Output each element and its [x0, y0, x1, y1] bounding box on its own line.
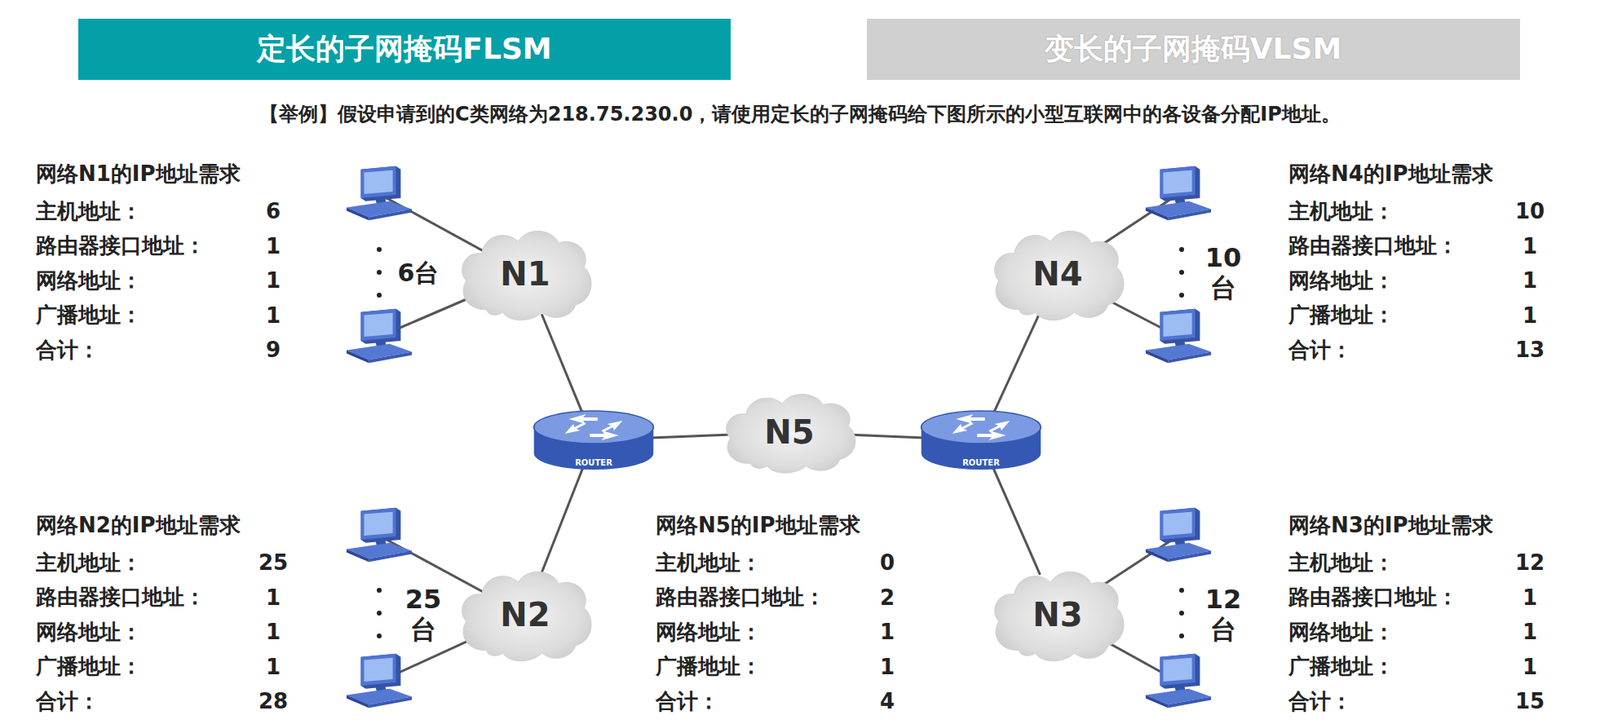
table-value: 1	[1522, 619, 1538, 645]
table-key: 网络地址：	[1288, 266, 1395, 296]
table-value: 10	[1515, 198, 1545, 224]
table-value: 0	[879, 550, 895, 575]
table-title: 网络N2的IP地址需求	[35, 511, 241, 540]
link-line	[540, 468, 583, 575]
table-value: 2	[879, 585, 895, 610]
table-key: 路由器接口地址：	[655, 583, 826, 612]
host-count: 6台	[397, 256, 440, 291]
table-key: 主机地址：	[1288, 197, 1395, 226]
table-value: 1	[265, 303, 281, 328]
network-name: N3	[1032, 596, 1083, 634]
router: ROUTER	[917, 406, 1045, 475]
table-value: 1	[1522, 303, 1538, 328]
host-links	[379, 194, 1179, 682]
table-key: 主机地址：	[35, 548, 142, 578]
table-value: 1	[1522, 234, 1538, 259]
table-value: 25	[258, 550, 288, 575]
table-value: 1	[265, 585, 281, 610]
computer-icon	[346, 166, 412, 221]
table-key: 广播地址：	[655, 652, 762, 681]
table-value: 9	[265, 337, 281, 363]
link-line	[541, 313, 583, 412]
table-value: 1	[1522, 585, 1538, 610]
table-value: 1	[265, 268, 281, 293]
computer-icon	[1145, 508, 1212, 562]
table-value: 15	[1515, 689, 1545, 714]
table-title: 网络N1的IP地址需求	[35, 159, 241, 189]
link-line	[994, 313, 1039, 412]
network-cloud: N1	[455, 225, 596, 323]
table-key: 合计：	[655, 687, 720, 717]
host-count: 10 台	[1203, 243, 1243, 304]
table-value: 4	[879, 689, 895, 714]
table-key: 合计：	[1288, 687, 1353, 717]
table-value: 12	[1515, 550, 1545, 575]
header-tab: 变长的子网掩码VLSM	[866, 18, 1521, 80]
network-cloud: N2	[455, 565, 596, 664]
table-key: 主机地址：	[655, 548, 762, 578]
network-cloud: N5	[719, 388, 860, 476]
table-key: 主机地址：	[1288, 548, 1395, 578]
header-tab: 定长的子网掩码FLSM	[78, 18, 731, 80]
network-cloud: N3	[987, 565, 1128, 664]
table-key: 合计：	[1288, 335, 1353, 365]
link-line	[847, 434, 930, 438]
router-label: ROUTER	[530, 458, 658, 468]
network-name: N2	[499, 596, 550, 634]
computer-icon	[346, 654, 412, 708]
table-key: 合计：	[35, 335, 100, 365]
link-line	[993, 468, 1040, 575]
table-key: 广播地址：	[1288, 652, 1395, 681]
table-value: 6	[265, 198, 281, 224]
table-value: 13	[1515, 337, 1545, 363]
table-value: 28	[258, 689, 288, 714]
computer-icon	[346, 309, 412, 363]
computer-icon	[1145, 166, 1212, 221]
link-line	[645, 434, 733, 438]
table-key: 路由器接口地址：	[35, 583, 206, 612]
table-title: 网络N3的IP地址需求	[1288, 511, 1494, 540]
table-key: 网络地址：	[1288, 618, 1395, 647]
table-value: 1	[265, 654, 281, 680]
table-key: 路由器接口地址：	[1288, 583, 1459, 612]
table-value: 1	[1522, 268, 1538, 293]
network-name: N4	[1032, 255, 1083, 293]
computer-icon	[1145, 654, 1212, 708]
host-count: 25 台	[403, 584, 443, 646]
question-text: 【举例】假设申请到的C类网络为218.75.230.0，请使用定长的子网掩码给下…	[259, 101, 1341, 128]
table-key: 合计：	[35, 687, 100, 717]
host-count: 12 台	[1203, 584, 1243, 646]
router: ROUTER	[530, 406, 658, 475]
computer-icon	[1145, 309, 1212, 363]
table-key: 网络地址：	[35, 266, 142, 296]
network-name: N1	[499, 255, 550, 293]
table-key: 网络地址：	[655, 618, 762, 647]
table-value: 1	[265, 619, 281, 645]
table-title: 网络N5的IP地址需求	[655, 511, 861, 540]
tab-title: 定长的子网掩码FLSM	[256, 29, 552, 70]
table-key: 网络地址：	[35, 618, 142, 647]
table-value: 1	[1522, 654, 1538, 680]
table-key: 主机地址：	[35, 197, 142, 226]
table-key: 广播地址：	[35, 300, 142, 330]
table-key: 广播地址：	[1288, 300, 1395, 330]
table-key: 路由器接口地址：	[1288, 231, 1459, 261]
computer-icons	[346, 166, 1212, 708]
table-value: 1	[879, 654, 895, 680]
network-name: N5	[764, 413, 814, 451]
tab-title: 变长的子网掩码VLSM	[1044, 29, 1343, 70]
computer-icon	[346, 508, 412, 562]
table-key: 路由器接口地址：	[35, 231, 206, 261]
network-cloud: N4	[987, 225, 1128, 323]
table-key: 广播地址：	[35, 652, 142, 681]
table-value: 1	[265, 234, 281, 259]
table-value: 1	[879, 619, 895, 645]
router-label: ROUTER	[917, 458, 1045, 468]
table-title: 网络N4的IP地址需求	[1288, 159, 1494, 189]
